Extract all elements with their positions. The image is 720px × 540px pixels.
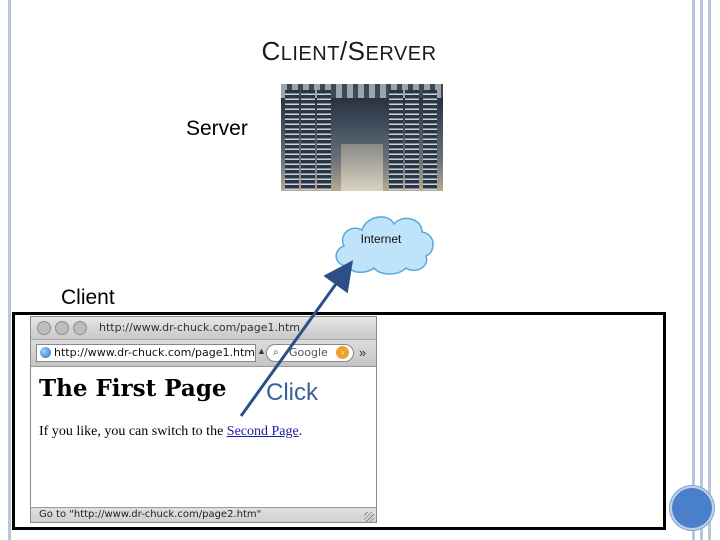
title-slash: / bbox=[339, 36, 348, 66]
title-lient: LIENT bbox=[280, 43, 340, 65]
slide-border-right-3 bbox=[708, 0, 711, 540]
title-erver: ERVER bbox=[365, 43, 437, 65]
address-bar[interactable]: http://www.dr-chuck.com/page1.htm bbox=[36, 344, 256, 362]
browser-window: http://www.dr-chuck.com/page1.htm http:/… bbox=[30, 316, 377, 523]
server-rack bbox=[317, 90, 331, 190]
window-title: http://www.dr-chuck.com/page1.htm bbox=[99, 321, 301, 334]
search-input[interactable]: ⌕ Google › bbox=[266, 344, 354, 362]
slide-border-right-2 bbox=[700, 0, 703, 540]
toolbar-overflow-icon[interactable]: » bbox=[359, 345, 367, 360]
page-text-after: . bbox=[298, 424, 303, 439]
browser-titlebar: http://www.dr-chuck.com/page1.htm bbox=[31, 317, 376, 340]
title-cap-c: C bbox=[261, 36, 281, 66]
internet-cloud-icon bbox=[335, 216, 434, 275]
slide-border-left bbox=[8, 0, 11, 540]
close-window-button[interactable] bbox=[37, 321, 51, 335]
history-dropdown-icon[interactable]: ▲ bbox=[257, 346, 266, 356]
search-icon: ⌕ bbox=[273, 347, 279, 358]
server-rack bbox=[405, 90, 419, 190]
title-cap-s: S bbox=[347, 36, 366, 66]
resize-grip-icon[interactable] bbox=[364, 512, 374, 522]
second-page-link[interactable]: Second Page bbox=[226, 424, 299, 439]
browser-toolbar: http://www.dr-chuck.com/page1.htm ▲ ⌕ Go… bbox=[31, 340, 376, 367]
slide-border-right-1 bbox=[692, 0, 695, 540]
search-go-button[interactable]: › bbox=[336, 346, 349, 359]
page-text-before: If you like, you can switch to the bbox=[39, 424, 227, 439]
globe-icon bbox=[40, 347, 51, 358]
server-aisle-floor bbox=[341, 144, 383, 191]
server-label: Server bbox=[186, 117, 248, 140]
page-heading: The First Page bbox=[39, 375, 227, 402]
slide-decoration-circle bbox=[670, 486, 714, 530]
zoom-window-button[interactable] bbox=[73, 321, 87, 335]
page-paragraph: If you like, you can switch to the Secon… bbox=[39, 424, 302, 440]
server-rack bbox=[301, 90, 315, 190]
address-bar-value: http://www.dr-chuck.com/page1.htm bbox=[54, 346, 256, 359]
server-rack bbox=[423, 90, 437, 190]
status-text: Go to "http://www.dr-chuck.com/page2.htm… bbox=[39, 509, 262, 520]
status-bar: Go to "http://www.dr-chuck.com/page2.htm… bbox=[31, 507, 376, 522]
click-label: Click bbox=[266, 379, 318, 406]
server-rack bbox=[285, 90, 299, 190]
minimize-window-button[interactable] bbox=[55, 321, 69, 335]
server-room-photo bbox=[281, 84, 443, 191]
client-label: Client bbox=[61, 286, 115, 309]
search-placeholder: Google bbox=[289, 346, 328, 359]
slide-title: CLIENT/SERVER bbox=[0, 36, 698, 67]
server-rack bbox=[389, 90, 403, 190]
internet-label: Internet bbox=[360, 232, 402, 246]
